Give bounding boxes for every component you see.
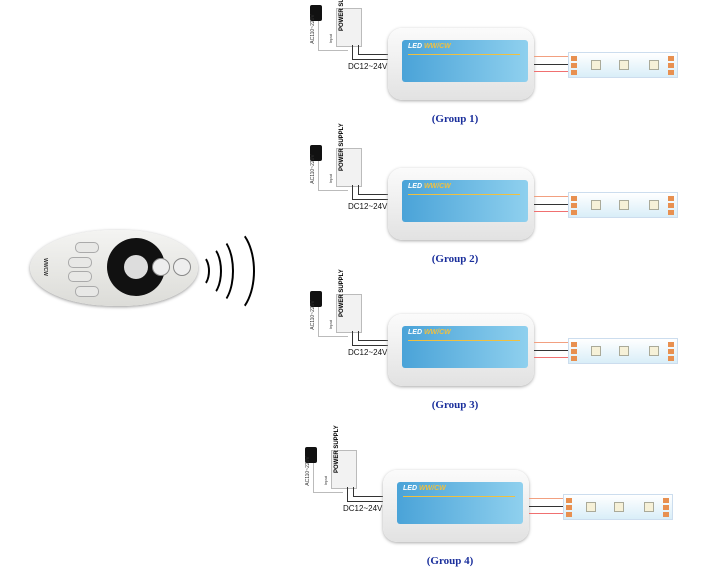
zone-1-button bbox=[75, 242, 99, 253]
controller-brand: LED bbox=[403, 485, 417, 492]
power-supply: POWER SUPPLY bbox=[336, 0, 362, 47]
led-controller: LED WW/CW bbox=[383, 470, 529, 542]
led-controller: LED WW/CW bbox=[388, 28, 534, 100]
controller-brand: LED bbox=[408, 43, 422, 50]
led-strip bbox=[568, 338, 678, 364]
controller-brand: LED bbox=[408, 183, 422, 190]
power-supply: POWER SUPPLY bbox=[336, 269, 362, 333]
group-diagram: AC110~220V Input POWER SUPPLY DC12~24V L… bbox=[0, 0, 712, 135]
off-button bbox=[173, 258, 191, 276]
group-diagram: AC110~220V Input POWER SUPPLY DC12~24V L… bbox=[0, 425, 707, 577]
power-supply-label: POWER SUPPLY bbox=[339, 123, 345, 171]
signal-wave-icon bbox=[205, 226, 255, 316]
group-diagram: AC110~220V Input POWER SUPPLY DC12~24V L… bbox=[0, 269, 712, 421]
led-strip bbox=[568, 52, 678, 78]
led-strip bbox=[568, 192, 678, 218]
zone-4-button bbox=[75, 286, 99, 297]
controller-model: WW/CW bbox=[423, 183, 451, 190]
group-label: (Group 1) bbox=[431, 113, 479, 125]
power-supply-label: POWER SUPPLY bbox=[339, 0, 345, 31]
ac-input-label: AC110~220V bbox=[304, 456, 311, 486]
on-button bbox=[152, 258, 170, 276]
group-label: (Group 4) bbox=[426, 555, 474, 567]
dc-voltage-label: DC12~24V bbox=[343, 504, 383, 513]
controller-model: WW/CW bbox=[423, 43, 451, 50]
led-controller: LED WW/CW bbox=[388, 314, 534, 386]
zone-3-button bbox=[68, 271, 92, 282]
led-strip bbox=[563, 494, 673, 520]
led-controller: LED WW/CW bbox=[388, 168, 534, 240]
input-label: Input bbox=[327, 174, 333, 183]
power-supply: POWER SUPPLY bbox=[336, 123, 362, 187]
plug-icon bbox=[310, 5, 322, 21]
input-label: Input bbox=[327, 34, 333, 43]
dc-voltage-label: DC12~24V bbox=[348, 348, 388, 357]
zone-2-button bbox=[68, 257, 92, 268]
group-label: (Group 3) bbox=[431, 399, 479, 411]
plug-icon bbox=[310, 145, 322, 161]
controller-brand: LED bbox=[408, 329, 422, 336]
controller-model: WW/CW bbox=[423, 329, 451, 336]
ac-input-label: AC110~220V bbox=[309, 300, 316, 330]
plug-icon bbox=[305, 447, 317, 463]
power-supply-label: POWER SUPPLY bbox=[339, 269, 345, 317]
group-diagram: AC110~220V Input POWER SUPPLY DC12~24V L… bbox=[0, 123, 712, 275]
ac-input-label: AC110~220V bbox=[309, 154, 316, 184]
plug-icon bbox=[310, 291, 322, 307]
remote-control: WWCW bbox=[30, 230, 198, 306]
controller-model: WW/CW bbox=[418, 485, 446, 492]
power-supply-label: POWER SUPPLY bbox=[334, 425, 340, 473]
group-label: (Group 2) bbox=[431, 253, 479, 265]
ac-input-label: AC110~220V bbox=[309, 14, 316, 44]
power-supply: POWER SUPPLY bbox=[331, 425, 357, 489]
dc-voltage-label: DC12~24V bbox=[348, 202, 388, 211]
input-label: Input bbox=[327, 320, 333, 329]
input-label: Input bbox=[322, 476, 328, 485]
dc-voltage-label: DC12~24V bbox=[348, 62, 388, 71]
